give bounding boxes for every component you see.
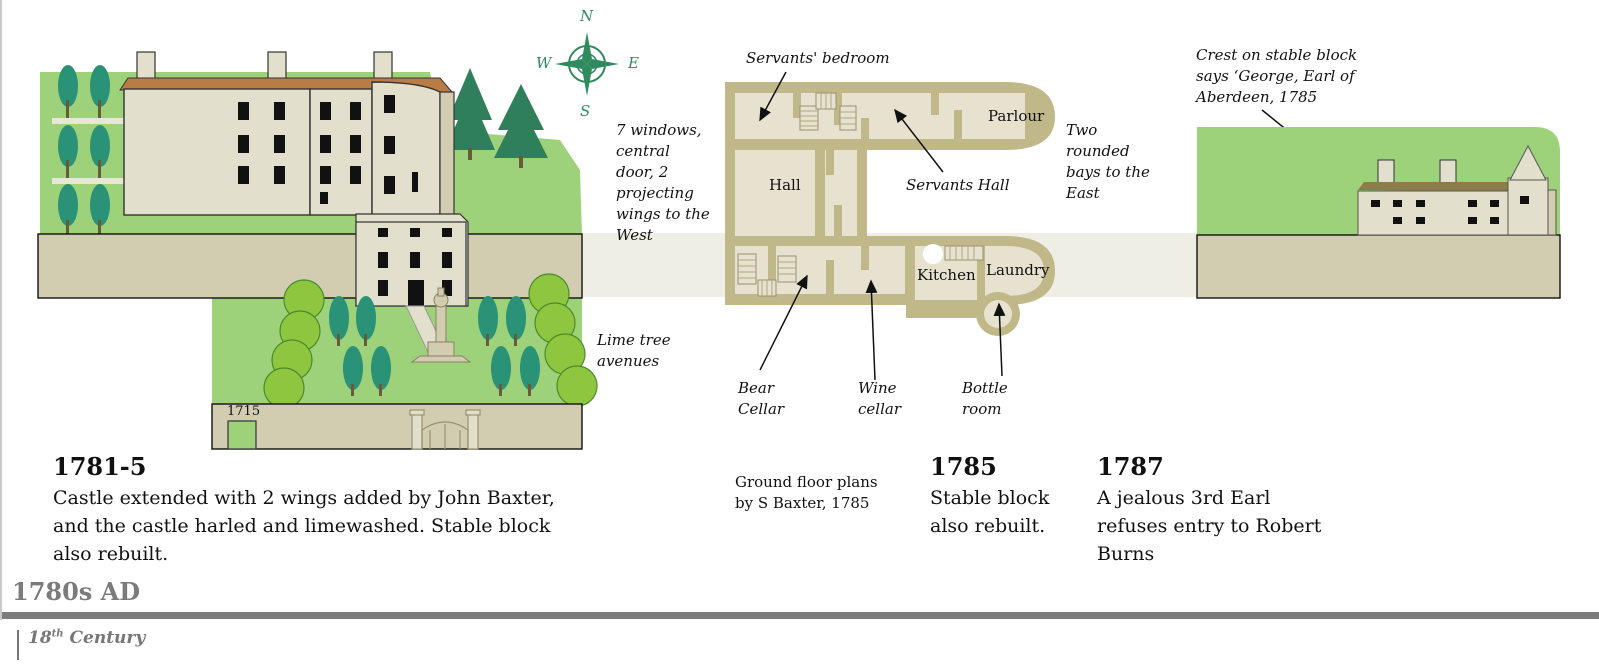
event-text: Stable block also rebuilt. xyxy=(930,487,1050,537)
castle-building xyxy=(119,51,455,216)
century-ordinal: 18 xyxy=(28,628,52,648)
garden-gate xyxy=(409,409,481,450)
event-year: 1785 xyxy=(930,452,997,481)
room-laundry: Laundry xyxy=(986,261,1050,279)
annotation-two-bays: Two rounded bays to the East xyxy=(1066,121,1150,202)
annotation-bear-cellar: Bear Cellar xyxy=(738,379,785,418)
room-kitchen: Kitchen xyxy=(917,266,976,284)
lime-trees xyxy=(263,273,598,409)
annotation-lime-trees: Lime tree avenues xyxy=(597,331,671,370)
stable-building xyxy=(1357,144,1557,236)
room-parlour: Parlour xyxy=(988,107,1045,125)
century-marker xyxy=(17,630,19,660)
timeline-divider xyxy=(2,612,1599,619)
event-text: Castle extended with 2 wings added by Jo… xyxy=(53,487,555,565)
century-label: 18th Century xyxy=(28,628,145,648)
era-label: 1780s AD xyxy=(12,577,141,606)
trellis xyxy=(52,178,124,184)
compass-east-label: E xyxy=(628,54,639,72)
compass-south-label: S xyxy=(580,102,591,120)
garden-wall xyxy=(211,403,583,450)
event-text: A jealous 3rd Earl refuses entry to Robe… xyxy=(1097,487,1322,565)
garden-trees xyxy=(329,296,540,396)
annotation-wine-cellar: Wine cellar xyxy=(858,379,901,418)
castle-scene xyxy=(37,51,598,450)
annotation-bottle-room: Bottle room xyxy=(962,379,1008,418)
annotation-servants-hall: Servants Hall xyxy=(906,176,1010,194)
event-year: 1781-5 xyxy=(53,452,147,481)
compass-rose-icon xyxy=(555,32,619,96)
tree-row-left xyxy=(58,65,110,234)
castle-forward-block xyxy=(355,213,469,353)
conifer-trees xyxy=(445,68,548,168)
event-year: 1787 xyxy=(1097,452,1164,481)
stable-terrace xyxy=(1196,234,1561,299)
compass-west-label: W xyxy=(536,54,552,72)
page-left-edge xyxy=(0,0,2,620)
annotation-seven-windows: 7 windows, central door, 2 projecting wi… xyxy=(616,121,710,244)
trellis xyxy=(52,118,124,124)
annotation-crest: Crest on stable block says ‘George, Earl… xyxy=(1196,46,1358,106)
compass-north-label: N xyxy=(580,7,594,25)
gate-lodge xyxy=(227,420,257,450)
century-suffix: th xyxy=(51,628,64,640)
floorplan-caption: Ground floor plans by S Baxter, 1785 xyxy=(735,473,878,512)
garden-statue xyxy=(410,287,472,363)
room-hall: Hall xyxy=(769,176,801,194)
century-word: Century xyxy=(69,628,146,648)
gate-year-label: 1715 xyxy=(227,404,261,419)
annotation-servants-bedroom: Servants' bedroom xyxy=(746,49,890,67)
stable-scene xyxy=(1196,127,1561,299)
